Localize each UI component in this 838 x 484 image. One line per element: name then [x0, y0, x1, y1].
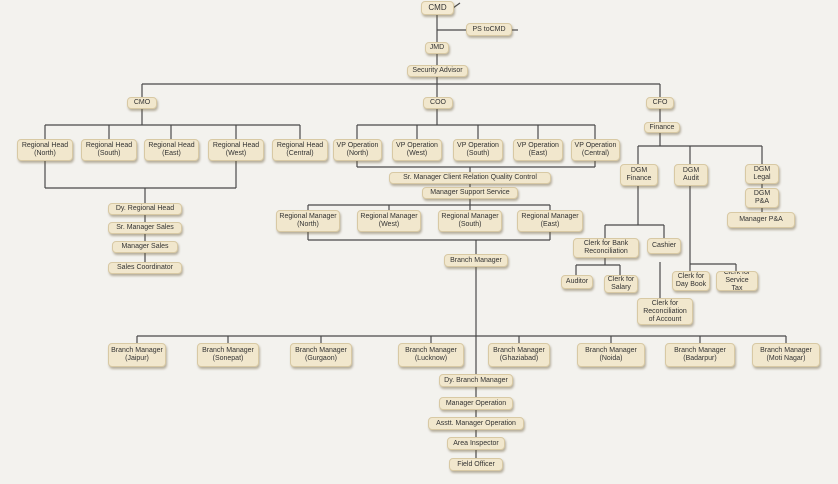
node-ps-to-cmd: PS toCMD — [466, 23, 512, 36]
node-dy-branch-manager: Dy. Branch Manager — [439, 374, 513, 387]
node-jmd: JMD — [425, 42, 449, 54]
node-dgm-finance: DGM Finance — [620, 164, 658, 186]
node-regional-head-west: Regional Head (West) — [208, 139, 264, 161]
node-dy-regional-head: Dy. Regional Head — [108, 203, 182, 215]
node-dgm-legal: DGM Legal — [745, 164, 779, 184]
node-field-officer: Field Officer — [449, 458, 503, 471]
node-regional-manager-north: Regional Manager (North) — [276, 210, 340, 232]
node-branch-manager-jaipur: Branch Manager (Jaipur) — [108, 343, 166, 367]
node-clerk-day-book: Clerk for Day Book — [672, 271, 710, 291]
node-cashier: Cashier — [647, 238, 681, 254]
node-branch-manager-gurgaon: Branch Manager (Gurgaon) — [290, 343, 352, 367]
node-branch-manager-noida: Branch Manager (Noida) — [577, 343, 645, 367]
node-branch-manager-ghaziabad: Branch Manager (Ghaziabad) — [488, 343, 550, 367]
node-branch-manager-moti-nagar: Branch Manager (Moti Nagar) — [752, 343, 820, 367]
node-regional-head-east: Regional Head (East) — [144, 139, 199, 161]
node-coo: COO — [423, 97, 453, 109]
node-manager-operation: Manager Operation — [439, 397, 513, 410]
node-area-inspector: Area Inspector — [447, 437, 505, 450]
node-asstt-manager-operation: Asstt. Manager Operation — [428, 417, 524, 430]
node-finance: Finance — [644, 122, 680, 133]
node-regional-manager-west: Regional Manager (West) — [357, 210, 421, 232]
node-vp-operation-south: VP Operation (South) — [453, 139, 503, 161]
node-branch-manager-sonepat: Branch Manager (Sonepat) — [197, 343, 259, 367]
node-sr-manager-sales: Sr. Manager Sales — [108, 222, 182, 234]
node-sales-coordinator: Sales Coordinator — [108, 262, 182, 274]
node-cmd: CMD — [421, 1, 454, 15]
node-cmo: CMO — [127, 97, 157, 109]
node-regional-head-central: Regional Head (Central) — [272, 139, 328, 161]
node-clerk-bank-reconciliation: Clerk for Bank Reconciliation — [573, 238, 639, 258]
node-vp-operation-east: VP Operation (East) — [513, 139, 563, 161]
node-dgm-audit: DGM Audit — [674, 164, 708, 186]
node-branch-manager: Branch Manager — [444, 254, 508, 267]
node-security-advisor: Security Advisor — [407, 65, 468, 77]
node-vp-operation-west: VP Operation (West) — [392, 139, 442, 161]
node-cfo: CFO — [646, 97, 674, 109]
node-regional-manager-east: Regional Manager (East) — [517, 210, 583, 232]
node-vp-operation-north: VP Operation (North) — [333, 139, 382, 161]
node-manager-pa: Manager P&A — [727, 212, 795, 228]
node-clerk-salary: Clerk for Salary — [604, 275, 638, 293]
node-branch-manager-lucknow: Branch Manager (Lucknow) — [398, 343, 464, 367]
node-regional-head-south: Regional Head (South) — [81, 139, 137, 161]
node-vp-operation-central: VP Operation (Central) — [571, 139, 620, 161]
node-manager-support-service: Manager Support Service — [422, 187, 518, 199]
node-branch-manager-badarpur: Branch Manager (Badarpur) — [665, 343, 735, 367]
node-manager-sales: Manager Sales — [112, 241, 178, 253]
node-clerk-reconciliation-account: Clerk for Reconciliation of Account — [637, 298, 693, 325]
node-regional-manager-south: Regional Manager (South) — [438, 210, 502, 232]
node-sr-manager-client-relation: Sr. Manager Client Relation Quality Cont… — [389, 172, 551, 184]
node-dgm-pa: DGM P&A — [745, 188, 779, 208]
node-regional-head-north: Regional Head (North) — [17, 139, 73, 161]
node-auditor: Auditor — [561, 275, 593, 289]
node-clerk-service-tax: Clerk for Service Tax — [716, 271, 758, 291]
